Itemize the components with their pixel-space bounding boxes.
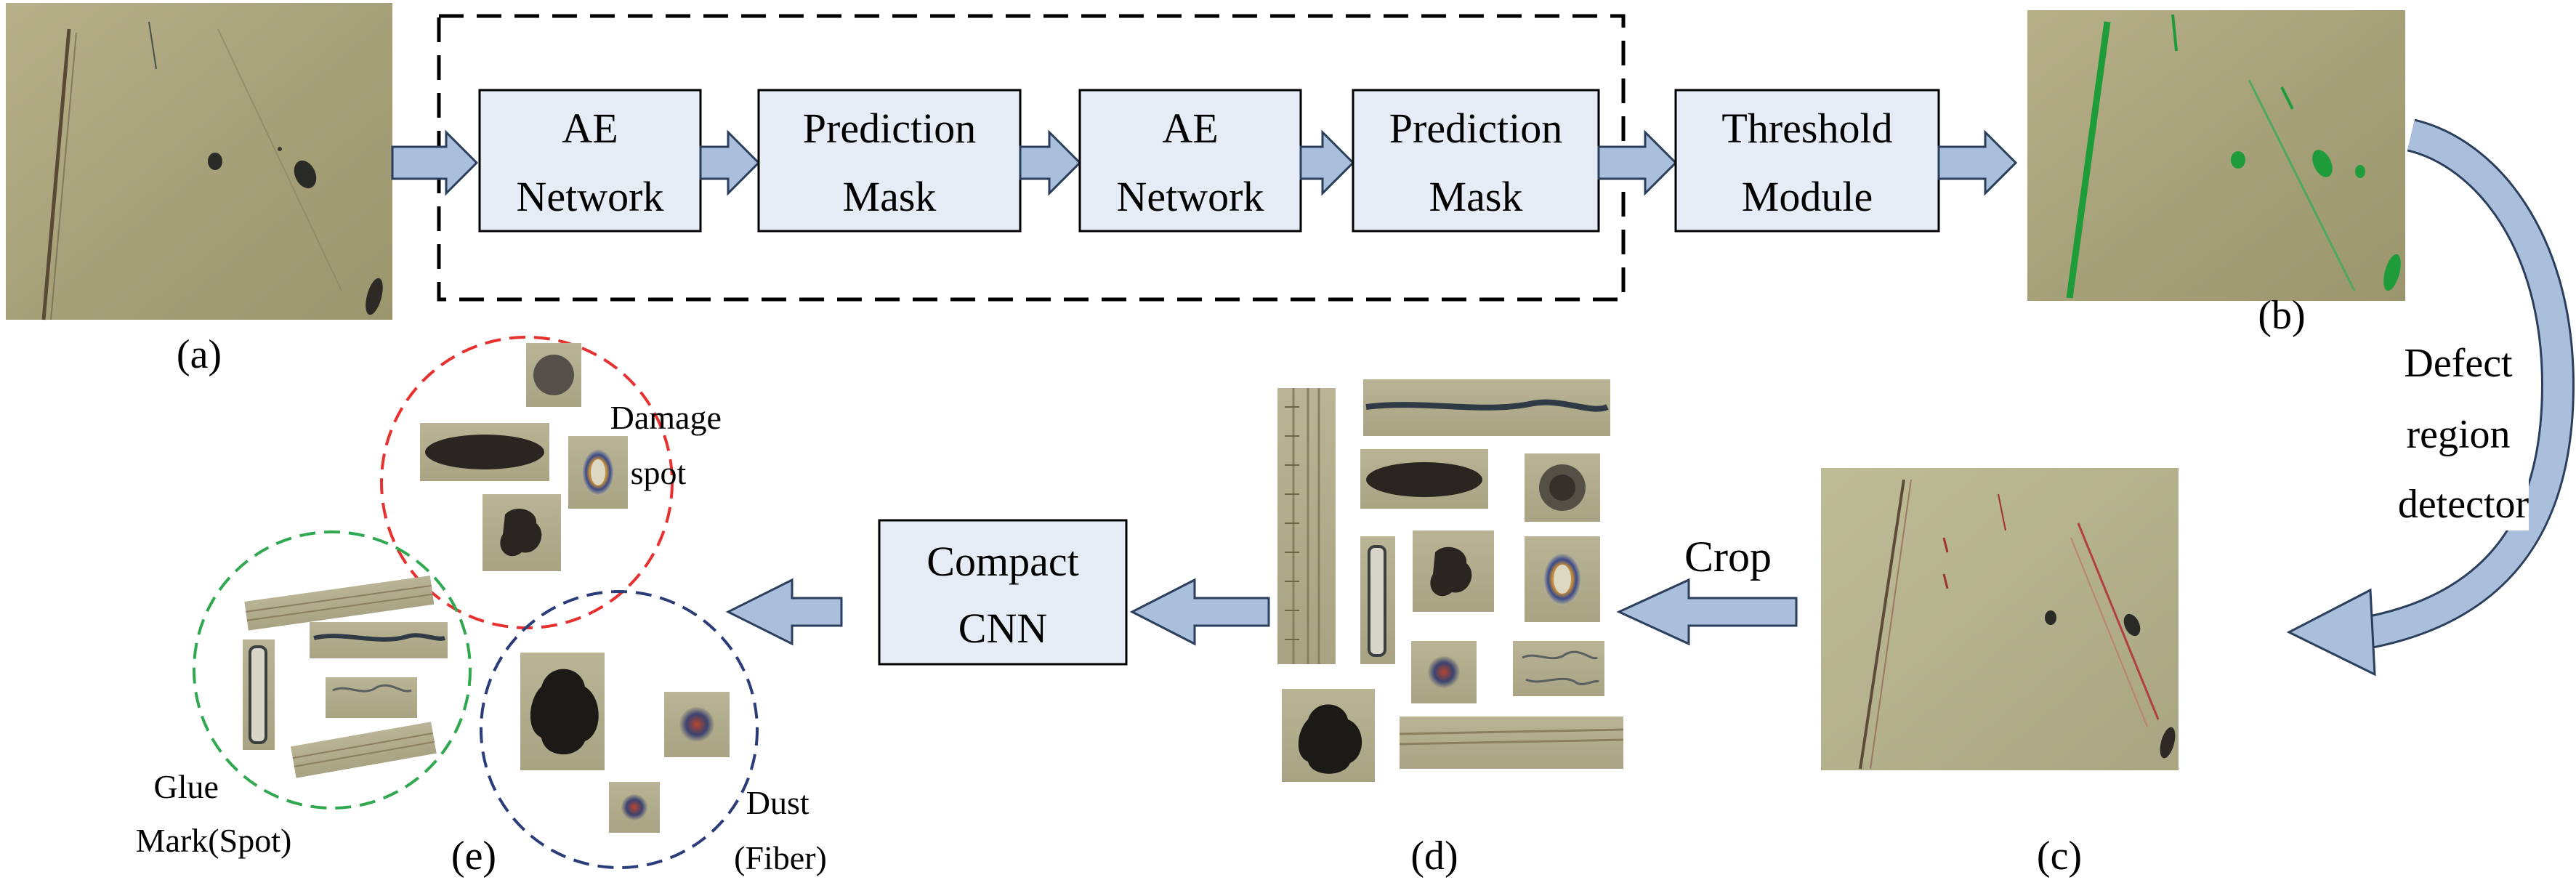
- crop-label: Crop: [1684, 533, 1772, 581]
- svg-text:AE: AE: [562, 105, 618, 152]
- svg-text:Prediction: Prediction: [1389, 105, 1562, 152]
- detector-label: Defect region detector: [2398, 341, 2529, 527]
- arrow-2: [1019, 129, 1082, 196]
- dust-fiber-label: Dust (Fiber): [734, 784, 827, 876]
- svg-text:Threshold: Threshold: [1721, 105, 1892, 152]
- label-e: (e): [451, 834, 496, 879]
- threshold-module-box: Threshold Module: [1674, 89, 1940, 233]
- svg-text:Module: Module: [1742, 173, 1873, 220]
- label-a: (a): [177, 332, 222, 377]
- label-c: (c): [2037, 834, 2082, 879]
- svg-text:Mask: Mask: [843, 173, 937, 220]
- svg-text:Compact: Compact: [926, 538, 1078, 585]
- detector-label-bg: [2398, 334, 2529, 530]
- svg-text:Network: Network: [1117, 173, 1264, 220]
- arrow-image-to-ae: [391, 129, 479, 196]
- svg-text:CNN: CNN: [958, 605, 1047, 652]
- svg-text:Prediction: Prediction: [803, 105, 976, 152]
- svg-text:Mask: Mask: [1429, 173, 1523, 220]
- crop-arrow: [1616, 578, 1798, 646]
- arrow-to-clusters: [725, 578, 843, 646]
- image-c: [1821, 468, 2179, 770]
- damage-spot-cluster: [380, 336, 674, 629]
- label-b: (b): [2258, 293, 2305, 338]
- damage-spot-label: Damage spot: [610, 399, 730, 491]
- dust-fiber-cluster: [480, 590, 759, 869]
- glue-mark-cluster: [193, 530, 472, 810]
- image-d-crops: [1277, 379, 1624, 782]
- ae-network-box-2: AE Network: [1078, 89, 1302, 233]
- arrow-3: [1299, 129, 1355, 196]
- svg-text:AE: AE: [1162, 105, 1218, 152]
- image-a: [6, 3, 392, 320]
- curved-arrow-detector: [2286, 118, 2575, 677]
- arrow-1: [699, 129, 761, 196]
- arrow-5: [1937, 129, 2018, 196]
- svg-text:Network: Network: [517, 173, 664, 220]
- compact-cnn-box: Compact CNN: [878, 519, 1128, 666]
- prediction-mask-box-2: Prediction Mask: [1352, 89, 1600, 233]
- glue-mark-label: Glue Mark(Spot): [136, 768, 292, 859]
- image-b: [2027, 10, 2405, 301]
- arrow-to-cnn: [1129, 578, 1270, 646]
- arrow-4: [1597, 129, 1678, 196]
- label-d: (d): [1410, 834, 1458, 879]
- prediction-mask-box-1: Prediction Mask: [757, 89, 1022, 233]
- ae-network-box-1: AE Network: [478, 89, 702, 233]
